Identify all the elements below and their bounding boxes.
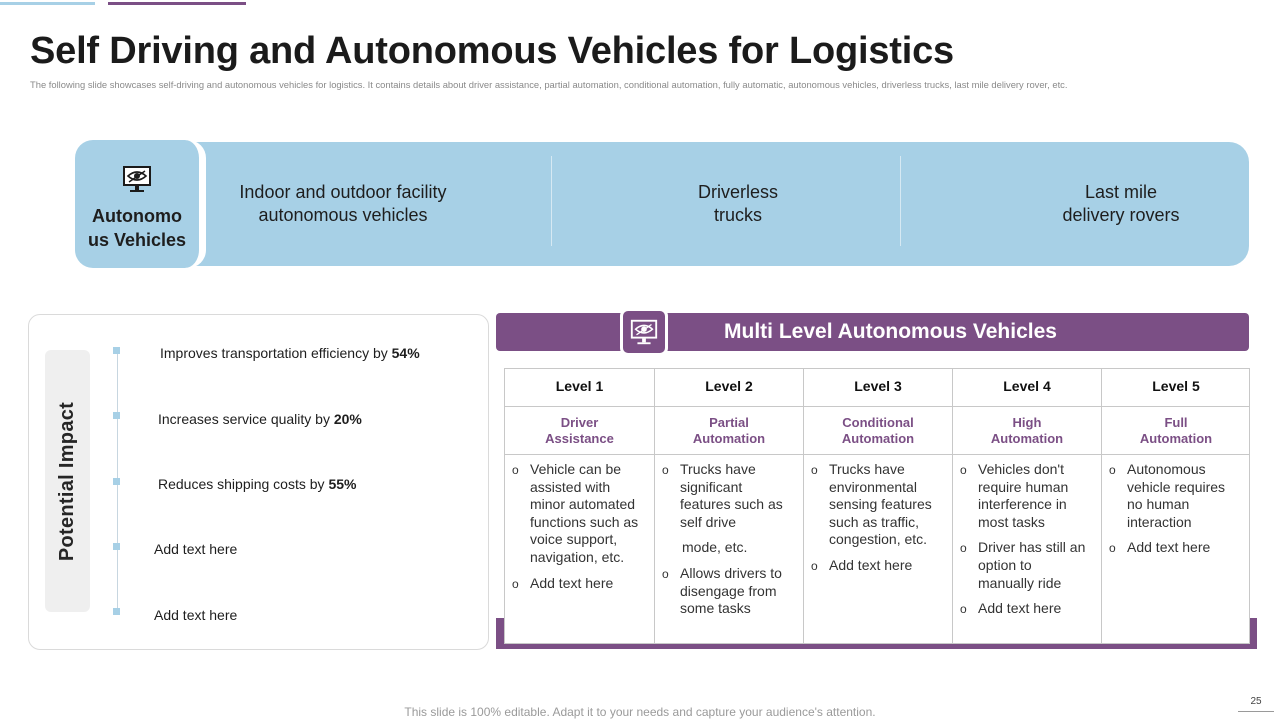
timeline-dot (113, 543, 120, 550)
band-heading: Autonomo us Vehicles (87, 206, 187, 250)
top-accent-bar-purple (108, 2, 246, 5)
circle-bullet-icon: o (662, 566, 669, 581)
potential-impact-label: Potential Impact (56, 401, 78, 561)
timeline-dot (113, 608, 120, 615)
band-item-delivery-rovers: Last mile delivery rovers (1062, 182, 1180, 225)
page-number-underline (1238, 711, 1274, 712)
band-item-driverless-trucks: Driverless trucks (697, 182, 778, 225)
impact-item: Improves transportation efficiency by 54… (160, 345, 420, 361)
band-item-facility-vehicles: Indoor and outdoor facility autonomous v… (239, 182, 447, 225)
footer-note: This slide is 100% editable. Adapt it to… (404, 705, 876, 719)
potential-impact-tab (45, 350, 90, 612)
timeline-dot (113, 478, 120, 485)
circle-bullet-icon: o (811, 558, 818, 573)
impact-item: Reduces shipping costs by 55% (158, 476, 357, 492)
list-item-continuation: mode, etc. (682, 539, 748, 556)
circle-bullet-icon: o (512, 576, 519, 591)
circle-bullet-icon: o (1109, 541, 1116, 556)
impact-item: Add text here (154, 541, 238, 557)
timeline-dot (113, 347, 120, 354)
circle-bullet-icon: o (960, 602, 967, 617)
band-divider (900, 156, 901, 246)
impact-item: Increases service quality by 20% (158, 411, 362, 427)
monitor-eye-icon (620, 308, 668, 356)
impact-item: Add text here (154, 607, 238, 623)
level-name: High Automation (990, 415, 1064, 446)
level-heading: Level 5 (1152, 378, 1200, 394)
circle-bullet-icon: o (811, 463, 818, 477)
circle-bullet-icon: o (960, 541, 967, 556)
circle-bullet-icon: o (662, 463, 669, 477)
timeline-dot (113, 412, 120, 419)
page-title: Self Driving and Autonomous Vehicles for… (30, 30, 954, 72)
level-heading: Level 4 (1003, 378, 1051, 394)
level-name: Partial Automation (692, 415, 766, 446)
page-number: 25 (1250, 696, 1262, 707)
level-heading: Level 2 (705, 378, 753, 394)
autonomous-vehicles-heading-box: Autonomo us Vehicles (75, 140, 203, 268)
level-heading: Level 3 (854, 378, 902, 394)
potential-impact-panel (28, 314, 489, 650)
level-heading: Level 1 (555, 378, 604, 394)
autonomous-vehicles-band (75, 142, 1249, 266)
circle-bullet-icon: o (512, 463, 519, 477)
band-divider (551, 156, 552, 246)
monitor-eye-icon (120, 162, 154, 196)
circle-bullet-icon: o (1109, 463, 1116, 477)
circle-bullet-icon: o (960, 463, 967, 477)
levels-title: Multi Level Autonomous Vehicles (724, 320, 1057, 343)
level-name: Full Automation (1139, 415, 1213, 446)
table-divider (505, 406, 1249, 407)
top-accent-bar-blue (0, 2, 95, 5)
level-name: Conditional Automation (841, 415, 915, 446)
level-name: Driver Assistance (545, 415, 614, 446)
page-subtitle: The following slide showcases self-drivi… (30, 79, 1068, 90)
table-divider (505, 454, 1249, 455)
